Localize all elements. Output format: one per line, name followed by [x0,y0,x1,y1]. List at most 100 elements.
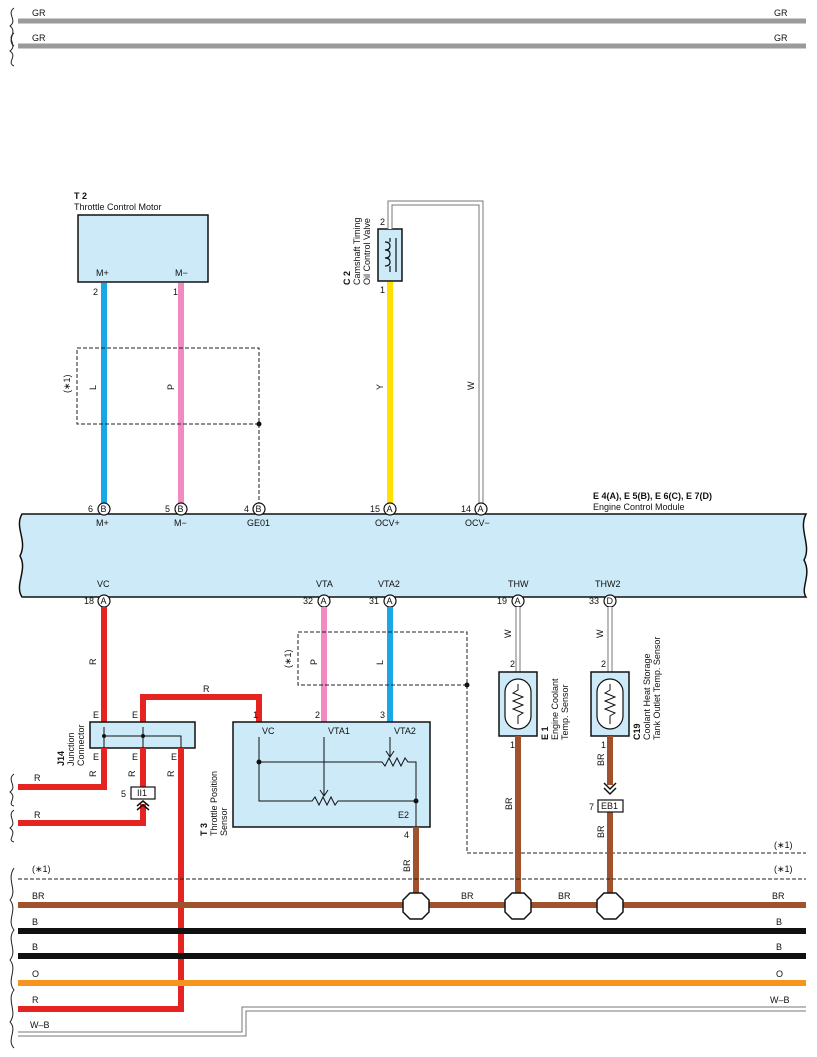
svg-text:THW: THW [508,579,529,589]
svg-text:E: E [132,710,138,720]
coolant-heat-storage-sensor: 2 1 C19 Coolant Heat Storage Tank Outlet… [590,637,662,750]
svg-text:B: B [101,504,107,514]
component-name: Throttle Control Motor [74,202,162,212]
svg-text:5: 5 [121,789,126,799]
engine-control-module: E 4(A), E 5(B), E 6(C), E 7(D) Engine Co… [18,491,808,598]
splice-octagon [504,892,532,920]
svg-text:2: 2 [315,710,320,720]
tps-box [232,721,431,828]
pin-number: 2 [380,217,385,227]
splice-octagon [596,892,624,920]
svg-text:A: A [101,596,107,606]
wire-label-w: W [466,381,476,390]
svg-text:1: 1 [253,710,258,720]
svg-text:OCV+: OCV+ [375,518,400,528]
component-code: E 1 [540,726,550,740]
svg-text:R: R [127,770,137,777]
svg-text:VTA2: VTA2 [394,726,416,736]
ecm-pin-ocv-minus: A 14 OCV− [461,502,490,528]
component-code: C19 [632,723,642,740]
break-symbol [9,809,15,843]
wire-label-gr: GR [774,8,788,18]
component-name: Connector [76,724,86,766]
svg-text:E2: E2 [398,810,409,820]
svg-text:II1: II1 [137,788,147,798]
svg-text:A: A [387,596,393,606]
svg-text:19: 19 [497,596,507,606]
svg-text:A: A [321,596,327,606]
svg-text:B: B [776,917,782,927]
svg-text:A: A [515,596,521,606]
thermistor-icon [603,684,617,724]
component-name: Oil Control Valve [362,218,372,285]
svg-text:6: 6 [88,504,93,514]
thermistor-icon [511,684,525,724]
svg-text:E: E [171,752,177,762]
top-gr-bus: GR GR GR GR [9,7,806,67]
svg-text:D: D [607,596,614,606]
svg-text:W–B: W–B [30,1020,50,1030]
camshaft-timing-ocv: C 2 Camshaft Timing Oil Control Valve 2 … [342,217,403,295]
svg-text:1: 1 [601,740,606,750]
svg-text:E: E [93,752,99,762]
pin-number: 1 [173,287,178,297]
throttle-control-motor: T 2 Throttle Control Motor M+ M− 2 1 [74,191,209,297]
wire-label-r: R [88,658,98,665]
svg-text:THW2: THW2 [595,579,621,589]
break-symbol [9,773,15,807]
component-name: Junction [66,732,76,766]
svg-text:EB1: EB1 [601,801,618,811]
wire-label-br: BR [504,797,514,810]
ecm-title: E 4(A), E 5(B), E 6(C), E 7(D) [593,491,712,501]
svg-text:R: R [88,770,98,777]
wire-label-p: P [309,659,319,665]
svg-text:A: A [478,504,484,514]
svg-text:BR: BR [772,891,785,901]
wire-label-p: P [166,384,176,390]
svg-text:15: 15 [370,504,380,514]
component-name: Camshaft Timing [352,217,362,285]
connector-eb1: EB1 7 [589,782,624,813]
shield-note: (∗1) [283,649,293,668]
svg-text:VTA2: VTA2 [378,579,400,589]
wire-label-w: W [503,629,513,638]
svg-text:B: B [32,917,38,927]
component-name: Sensor [219,807,229,836]
pin-label: M+ [96,268,109,278]
svg-text:4: 4 [244,504,249,514]
svg-text:3: 3 [380,710,385,720]
splice-points [402,892,624,920]
potentiometer-icon [256,737,419,827]
svg-text:B: B [178,504,184,514]
wire-label-l: L [375,660,385,665]
ecm-bottom-pins: VC A 18 VTA A 32 VTA2 A 31 THW A 19 THW2… [84,579,621,608]
wire-w [388,201,483,503]
svg-text:VC: VC [97,579,110,589]
svg-text:1: 1 [510,740,515,750]
svg-text:32: 32 [303,596,313,606]
ecm-top-pins: B 6 M+ B 5 M− B 4 GE01 A 15 OCV+ A 14 OC… [88,502,490,528]
chevron-up-icon [136,800,150,811]
ecm-box [18,513,808,598]
ecm-pin-m-plus: B 6 M+ [88,502,111,528]
pin-number: 1 [380,285,385,295]
wire-label-y: Y [375,384,385,390]
ecm-pin-ge01: B 4 GE01 [244,502,270,528]
connector-ii1: II1 5 [121,786,156,811]
wire-label-r: R [34,773,41,783]
chevron-down-icon [603,782,617,796]
svg-text:R: R [32,995,39,1005]
svg-text:VTA: VTA [316,579,333,589]
ecm-pin-vta2: VTA2 A 31 [369,579,400,608]
pin-label: M− [175,268,188,278]
svg-text:E: E [132,752,138,762]
component-name: Throttle Position [209,771,219,836]
throttle-position-sensor: T 3 Throttle Position Sensor 1 2 3 VC VT… [199,710,431,840]
svg-text:7: 7 [589,802,594,812]
svg-text:GE01: GE01 [247,518,270,528]
engine-coolant-temp-sensor: 2 1 E 1 Engine Coolant Temp. Sensor [498,659,570,750]
ecm-pin-ocv-plus: A 15 OCV+ [370,502,400,528]
component-name: Temp. Sensor [560,684,570,740]
break-symbol [9,867,15,1049]
